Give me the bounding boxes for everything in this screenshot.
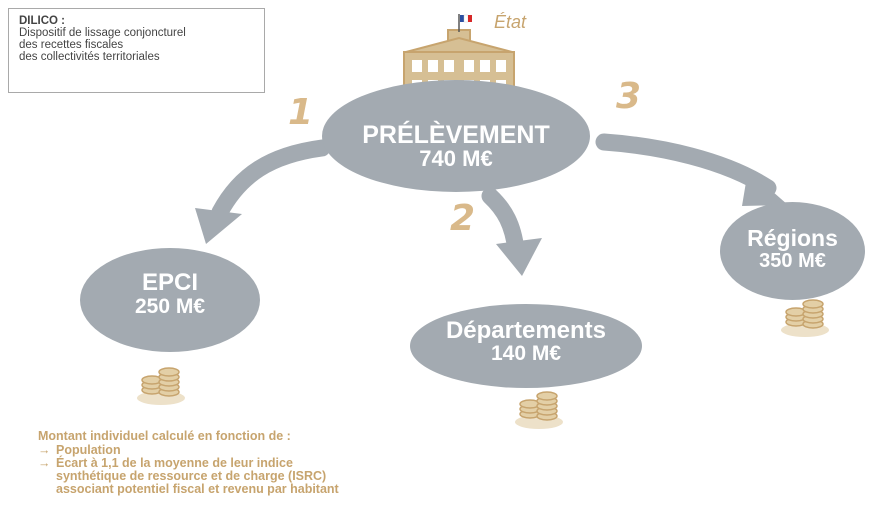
regions-node: Régions 350 M€ [720, 202, 865, 300]
criteria-text: Population [56, 443, 121, 457]
departements-node: Départements 140 M€ [410, 304, 642, 388]
node-name: Régions [747, 225, 838, 251]
step-number-1: 1 [288, 92, 314, 133]
french-flag-icon [460, 14, 472, 23]
epci-node: EPCI 250 M€ [80, 248, 260, 352]
arrow-to-departements [481, 187, 525, 259]
criteria-item: → Écart à 1,1 de la moyenne de leur indi… [38, 457, 458, 496]
arrowhead-regions [742, 170, 788, 206]
arrow-to-regions [595, 133, 777, 197]
criteria-text: associant potentiel fiscal et revenu par… [56, 482, 339, 496]
node-amount: 740 M€ [419, 146, 493, 171]
definition-title: DILICO : [19, 15, 65, 27]
definition-line: des collectivités territoriales [19, 51, 160, 63]
step-number-3: 3 [616, 76, 642, 117]
node-name: PRÉLÈVEMENT [362, 121, 550, 149]
prelevement-node: PRÉLÈVEMENT 740 M€ [322, 80, 590, 192]
arrow-right-icon: → [38, 443, 51, 457]
arrowhead-epci [195, 208, 242, 244]
step-number-2: 2 [450, 198, 476, 239]
node-amount: 140 M€ [490, 342, 562, 365]
criteria-text: synthétique de ressource et de charge (I… [56, 469, 327, 483]
node-name: EPCI [141, 269, 198, 296]
coin-stack-icon [781, 299, 829, 337]
definition-line: Dispositif de lissage conjoncturel [19, 27, 186, 39]
criteria-intro: Montant individuel calculé en fonction d… [38, 429, 291, 443]
node-amount: 250 M€ [134, 295, 206, 318]
definition-line: des recettes fiscales [19, 39, 124, 51]
arrowhead-departements [496, 238, 542, 276]
calculation-criteria: Montant individuel calculé en fonction d… [38, 430, 458, 496]
node-amount: 350 M€ [759, 250, 826, 272]
etat-label: État [494, 12, 527, 32]
arrow-to-epci [211, 139, 331, 221]
criteria-item: → Population [38, 444, 458, 457]
coin-stack-icon [515, 391, 563, 429]
definition-box: DILICO : Dispositif de lissage conjonctu… [8, 8, 265, 93]
coin-stack-icon [137, 367, 185, 405]
criteria-text: Écart à 1,1 de la moyenne de leur indice [56, 456, 293, 470]
node-name: Départements [445, 317, 607, 344]
arrow-right-icon: → [38, 456, 51, 470]
